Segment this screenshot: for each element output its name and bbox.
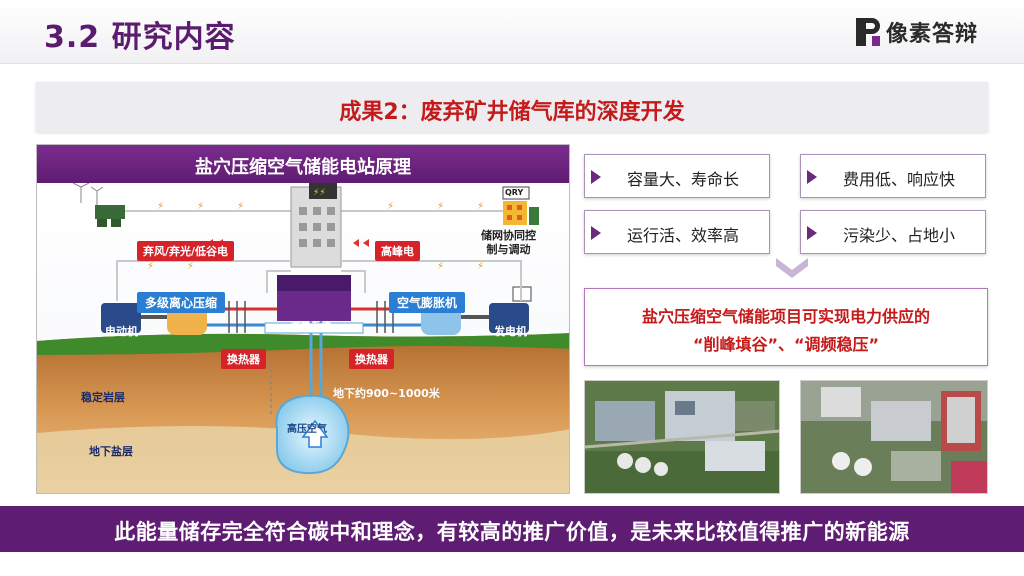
svg-text:⚡: ⚡ — [147, 261, 154, 272]
expander-label: 空气膨胀机 — [389, 292, 466, 313]
aerial-photo-2 — [800, 380, 988, 494]
wind-turbine-icon — [72, 183, 104, 205]
header: 3.2 研究内容 像素答辩 — [0, 0, 1024, 64]
diagram-header: 盐穴压缩空气储能电站原理 — [37, 145, 569, 183]
footer-text: 此能量储存完全符合碳中和理念，有较高的推广价值，是未来比较值得推广的新能源 — [114, 520, 910, 544]
logo-text: 像素答辩 — [886, 22, 979, 47]
logo-mark-icon — [856, 18, 882, 46]
summary-line-1: 盐穴压缩空气储能项目可实现电力供应的 — [641, 307, 930, 326]
salt-layer-label: 地下盐层 — [89, 445, 133, 458]
generator-label: 发电机 — [494, 325, 527, 338]
grass-layer — [37, 333, 569, 355]
control-building-icon: ⚡⚡ — [290, 183, 342, 268]
heat-storage-tank — [277, 291, 351, 321]
svg-text:⚡: ⚡ — [437, 201, 444, 212]
chevron-down-icon — [776, 258, 808, 278]
stable-rock-label: 稳定岩层 — [81, 391, 125, 404]
svg-text:⚡: ⚡ — [477, 201, 484, 212]
diagram-illustration: ⚡ ⚡ ⚡ ⚡ ⚡ ⚡ ⚡⚡ — [37, 183, 569, 493]
triangle-bullet-icon — [807, 226, 817, 240]
page-title: 3.2 研究内容 — [44, 20, 236, 55]
grid-building-icon — [502, 186, 539, 225]
feature-card-2: 费用低、响应快 — [800, 154, 986, 198]
high-pressure-air-label: 高压空气 — [287, 424, 327, 435]
abandoned-power-label: 弃风/弃光/低谷电 — [137, 241, 235, 261]
compressor-label: 多级离心压缩 — [137, 292, 226, 313]
heat-storage-label: 蓄热系统 — [291, 322, 331, 333]
svg-text:⚡: ⚡ — [237, 201, 244, 212]
solar-panel-icon — [95, 205, 125, 227]
svg-text:⚡: ⚡ — [387, 201, 394, 212]
result-title: 成果2：废弃矿井储气库的深度开发 — [339, 100, 685, 125]
summary-box: 盐穴压缩空气储能项目可实现电力供应的 “削峰填谷”、“调频稳压” — [584, 288, 988, 366]
triangle-bullet-icon — [807, 170, 817, 184]
svg-text:⚡: ⚡ — [437, 261, 444, 272]
triangle-bullet-icon — [591, 170, 601, 184]
logo: 像素答辩 — [856, 16, 978, 48]
aerial-photo-1 — [584, 380, 780, 494]
upward-arrow-icon — [301, 419, 329, 448]
qry-label: QRY — [505, 188, 524, 197]
generator-block — [489, 303, 529, 333]
heat-exchanger-right-label: 换热器 — [349, 349, 394, 369]
svg-text:⚡: ⚡ — [477, 261, 484, 272]
diagram-panel: 盐穴压缩空气储能电站原理 ⚡ ⚡ ⚡ ⚡ — [36, 144, 570, 494]
triangle-bullet-icon — [591, 226, 601, 240]
summary-line-2: “削峰填谷”、“调频稳压” — [692, 335, 880, 354]
result-title-bar: 成果2：废弃矿井储气库的深度开发 — [36, 82, 988, 132]
svg-text:⚡: ⚡ — [157, 201, 164, 212]
svg-text:⚡: ⚡ — [197, 201, 204, 212]
heat-exchanger-left-label: 换热器 — [221, 349, 266, 369]
svg-text:⚡⚡: ⚡⚡ — [313, 188, 326, 198]
svg-text:⚡: ⚡ — [187, 261, 194, 272]
diagram-title: 盐穴压缩空气储能电站原理 — [195, 157, 411, 178]
feature-card-3: 运行活、效率高 — [584, 210, 770, 254]
grid-control-label: 储网协同控 制与调动 — [481, 229, 536, 256]
heat-storage-top — [277, 275, 351, 291]
feature-card-4: 污染少、占地小 — [800, 210, 986, 254]
motor-block — [101, 303, 141, 333]
footer-banner: 此能量储存完全符合碳中和理念，有较高的推广价值，是未来比较值得推广的新能源 — [0, 506, 1024, 552]
peak-power-label: 高峰电 — [375, 241, 420, 261]
feature-card-1: 容量大、寿命长 — [584, 154, 770, 198]
motor-label: 电动机 — [105, 325, 138, 338]
depth-label: 地下约900~1000米 — [333, 387, 440, 400]
